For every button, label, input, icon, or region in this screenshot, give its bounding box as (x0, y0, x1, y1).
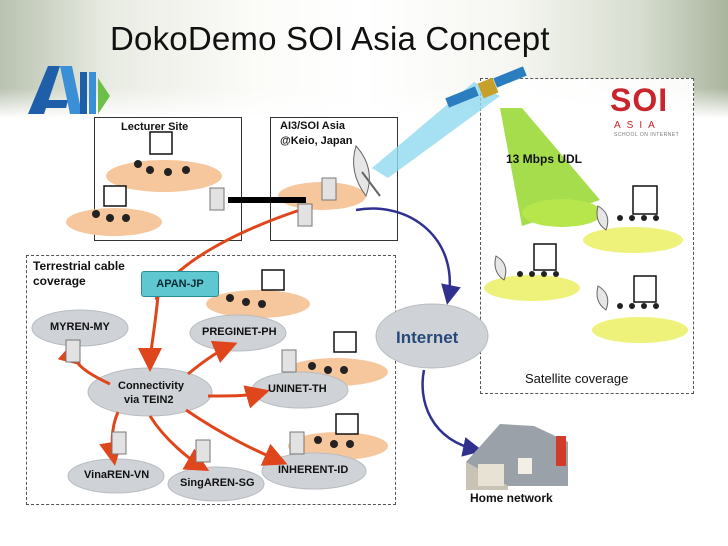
satellite-icon (445, 66, 527, 108)
server-icon (111, 431, 127, 455)
satellite-dish-icon (353, 145, 381, 198)
receiver-dish-icon (596, 205, 609, 231)
server-icon (321, 177, 337, 201)
udl-label: 13 Mbps UDL (506, 152, 583, 166)
uplink-beam (372, 82, 500, 178)
server-icon (289, 431, 305, 455)
slide-title: DokoDemo SOI Asia Concept (110, 20, 550, 57)
screen-icon (335, 413, 359, 435)
singaren-label: SingAREN-SG (180, 477, 255, 489)
soi-logo-text: SOI (610, 82, 669, 118)
apan-jp-node: APAN-JP (141, 271, 219, 297)
screen-icon (632, 185, 658, 215)
screen-icon (333, 331, 357, 353)
satellite-beam (500, 108, 600, 226)
myren-label: MYREN-MY (50, 321, 110, 333)
soi-logo-sub: ASIA (614, 120, 661, 131)
ai3-label-line2: @Keio, Japan (280, 135, 353, 147)
ai3-label-line1: AI3/SOI Asia (280, 120, 346, 132)
server-icon (281, 349, 297, 373)
cloud-internet (375, 303, 489, 369)
internet-label: Internet (396, 328, 459, 347)
soi-logo-tagline: SCHOOL ON INTERNET (614, 132, 680, 138)
server-icon (209, 187, 225, 211)
uninet-label: UNINET-TH (268, 383, 327, 395)
screen-icon (633, 275, 657, 303)
receiver-dish-icon (596, 285, 609, 311)
cloud-singaren (167, 466, 265, 502)
inherent-label: INHERENT-ID (278, 464, 349, 476)
home-icon (466, 424, 568, 490)
terrestrial-label-line2: coverage (33, 274, 86, 288)
screen-icon (103, 185, 127, 207)
cloud-connectivity (87, 367, 213, 417)
connectivity-label-line2: via TEIN2 (124, 394, 174, 406)
server-icon (195, 439, 211, 463)
home-network-label: Home network (470, 491, 553, 505)
lecturer-site-label: Lecturer Site (121, 121, 189, 133)
server-icon (65, 339, 81, 363)
vinaren-label: VinaREN-VN (84, 469, 150, 481)
preginet-label: PREGINET-PH (202, 326, 277, 338)
terrestrial-label-line1: Terrestrial cable (33, 259, 125, 273)
screen-icon (149, 131, 173, 155)
receiver-dish-icon (494, 255, 507, 281)
ai3-logo-icon (28, 66, 110, 114)
soi-asia-logo: SOI ASIA SCHOOL ON INTERNET (610, 82, 688, 140)
connectivity-label-line1: Connectivity (118, 380, 185, 392)
server-icon (297, 203, 313, 227)
screen-icon (533, 243, 557, 271)
screen-icon (261, 269, 285, 291)
cloud-inherent (261, 452, 367, 490)
satellite-coverage-label: Satellite coverage (525, 371, 629, 386)
